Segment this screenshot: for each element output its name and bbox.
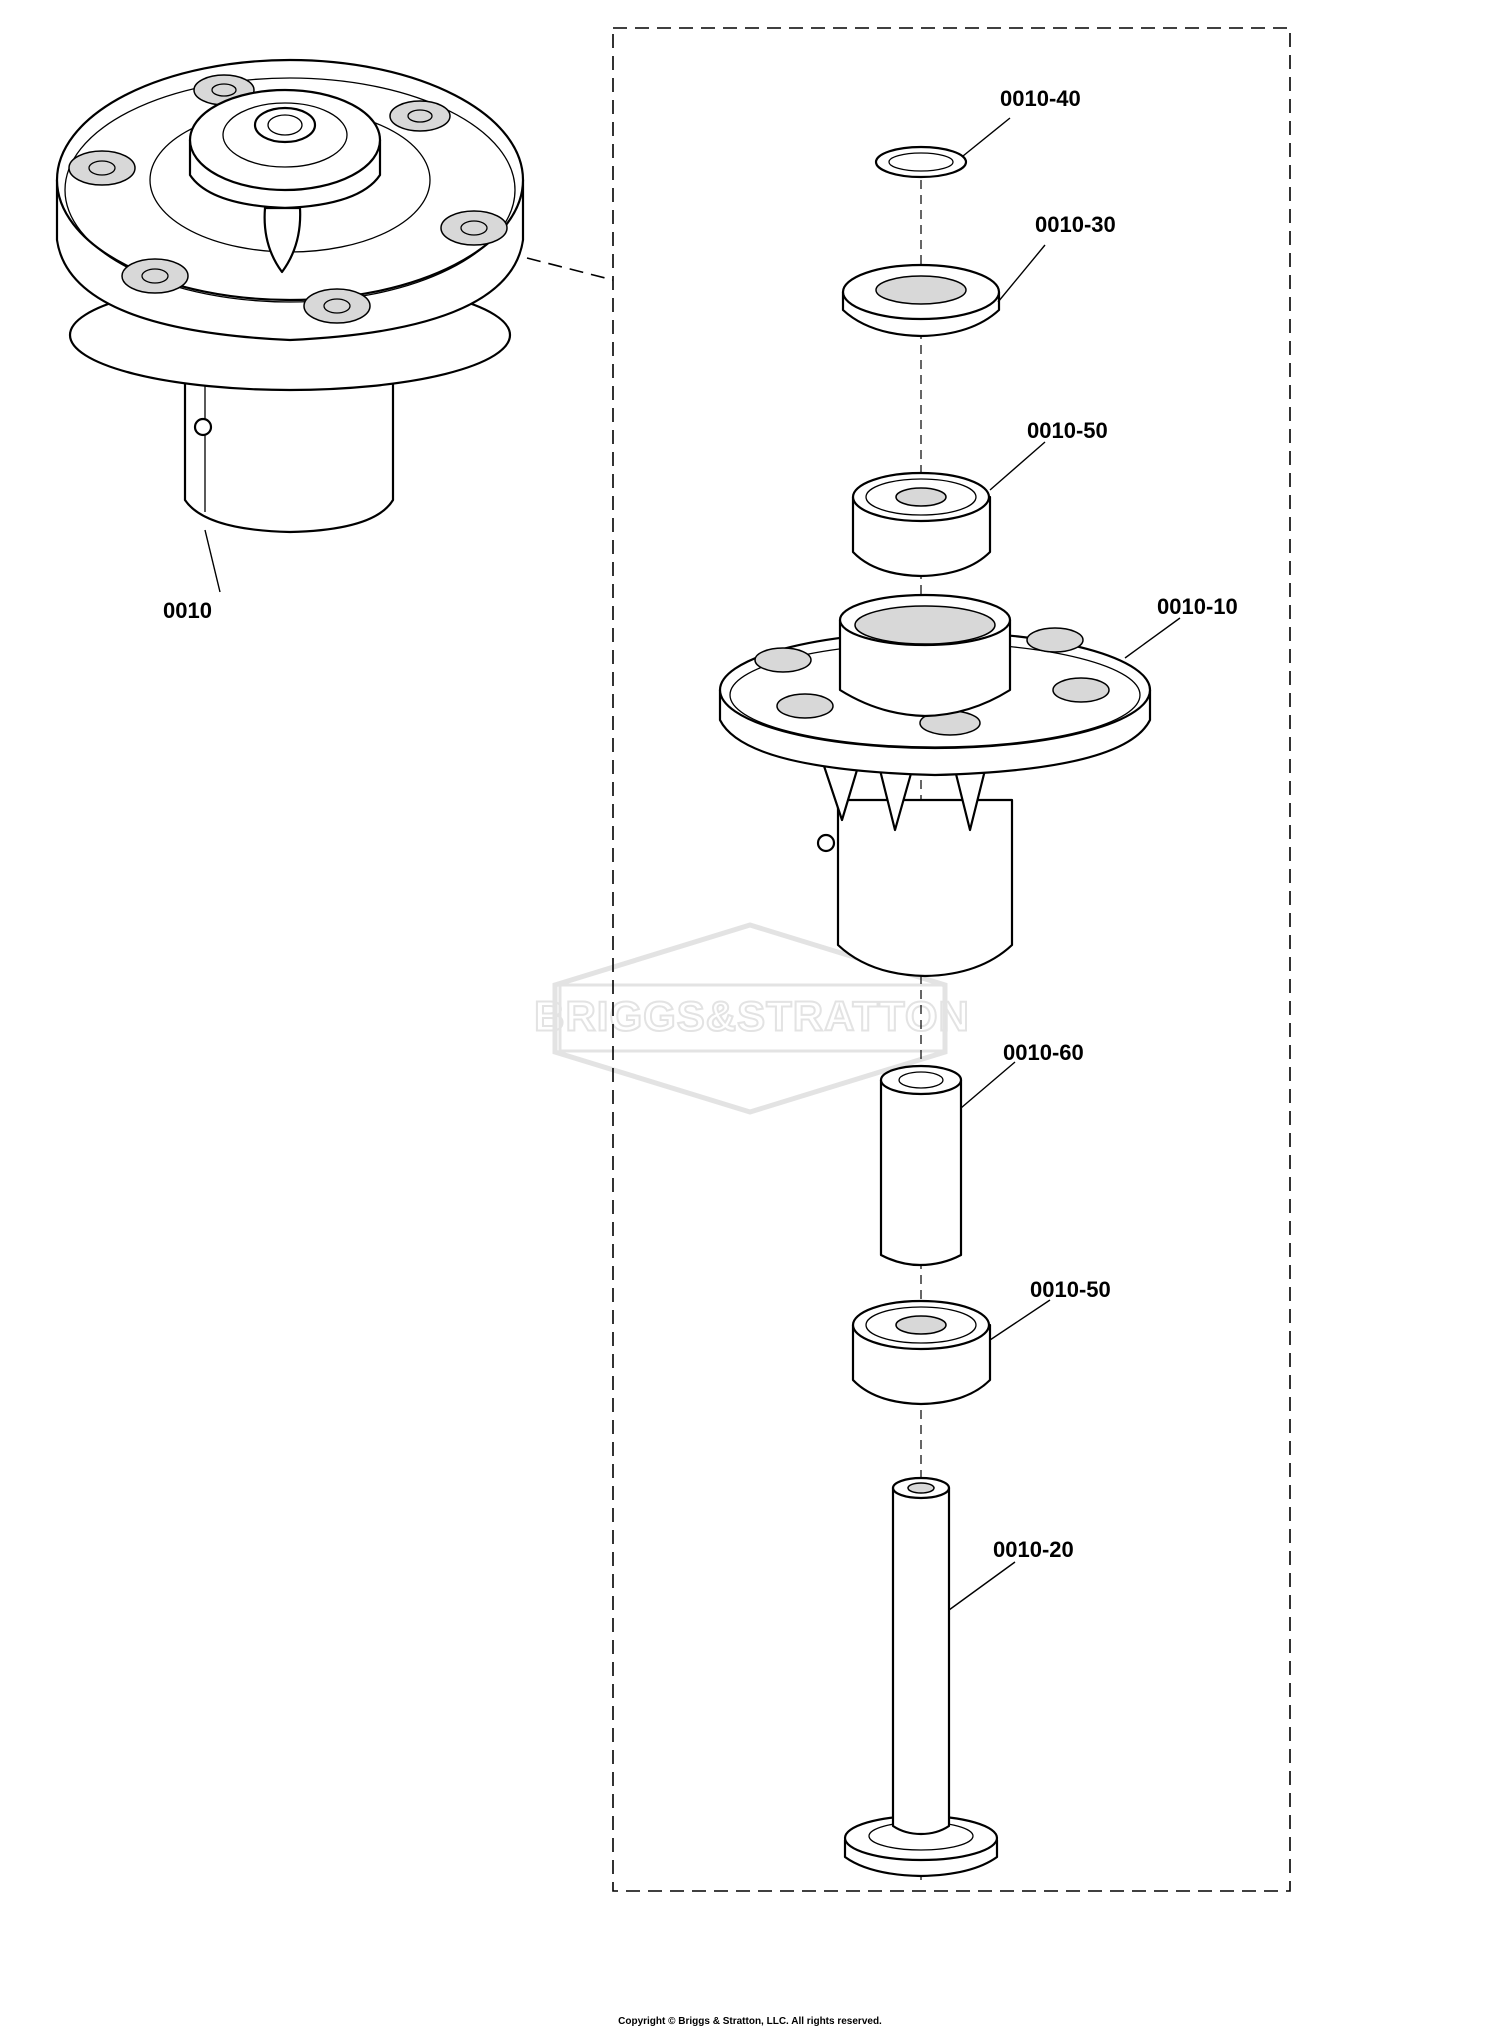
frame-connector-line bbox=[526, 257, 614, 281]
callout-0010-40: 0010-40 bbox=[1000, 86, 1081, 111]
lower-bearing-illustration bbox=[851, 1299, 992, 1406]
leader-0010-50-lower bbox=[989, 1299, 1051, 1341]
housing-illustration bbox=[718, 593, 1152, 978]
callout-0010-10: 0010-10 bbox=[1157, 594, 1238, 619]
seal-illustration bbox=[841, 263, 1001, 338]
callout-0010-60: 0010-60 bbox=[1003, 1040, 1084, 1065]
leader-0010-30 bbox=[997, 244, 1046, 303]
leader-0010 bbox=[204, 529, 221, 593]
assembly-0010-illustration bbox=[55, 58, 525, 534]
exploded-view-frame bbox=[612, 27, 1291, 1892]
leader-0010-50-upper bbox=[989, 441, 1046, 491]
callout-0010-30: 0010-30 bbox=[1035, 212, 1116, 237]
callout-0010: 0010 bbox=[163, 598, 212, 623]
watermark-text: BRIGGS&STRATTON bbox=[534, 992, 970, 1039]
leader-0010-40 bbox=[962, 117, 1011, 157]
callout-0010-50-lower: 0010-50 bbox=[1030, 1277, 1111, 1302]
brand-watermark: BRIGGS&STRATTON bbox=[533, 922, 970, 1115]
leader-0010-10 bbox=[1124, 617, 1181, 659]
leader-0010-20 bbox=[948, 1561, 1016, 1611]
copyright-notice: Copyright © Briggs & Stratton, LLC. All … bbox=[618, 2016, 882, 2027]
shaft-illustration bbox=[843, 1476, 999, 1878]
retaining-ring-illustration bbox=[874, 145, 968, 179]
upper-bearing-illustration bbox=[851, 471, 992, 578]
callout-0010-50-upper: 0010-50 bbox=[1027, 418, 1108, 443]
spacer-illustration bbox=[879, 1064, 963, 1267]
leader-0010-60 bbox=[960, 1061, 1016, 1109]
callout-0010-20: 0010-20 bbox=[993, 1537, 1074, 1562]
